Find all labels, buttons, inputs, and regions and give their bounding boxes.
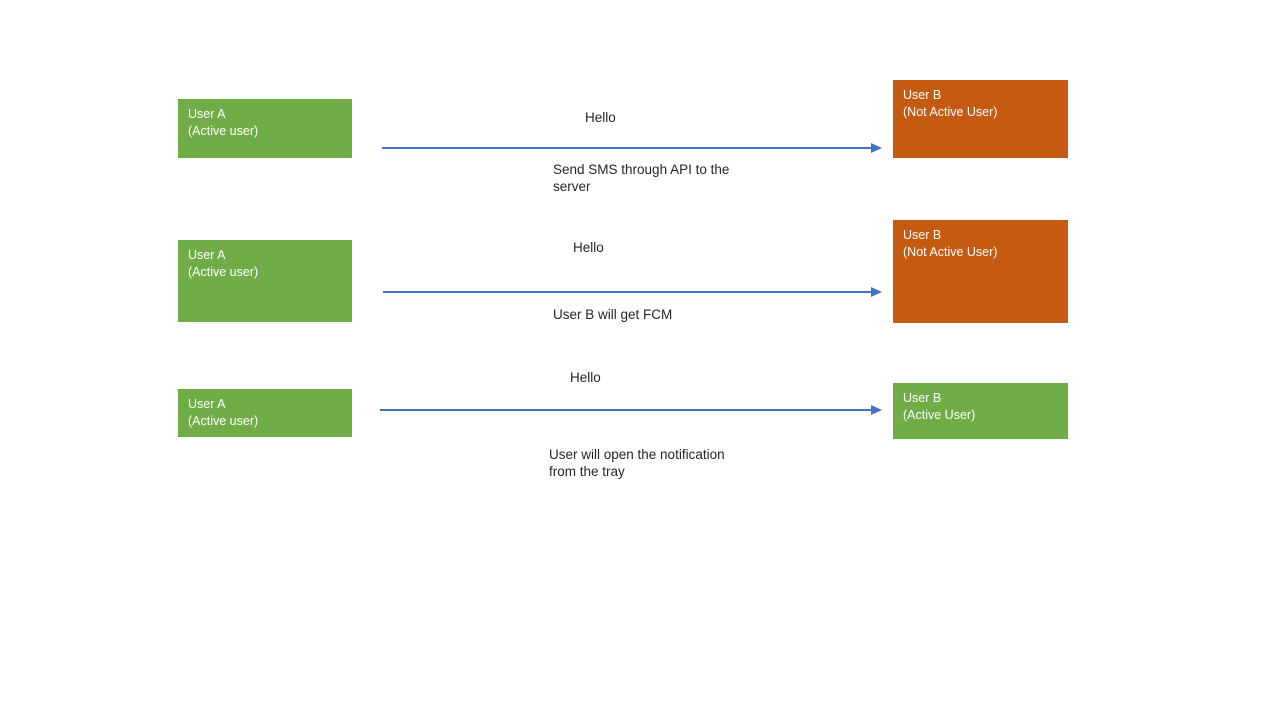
message-label-row1: Hello [585, 110, 616, 125]
actor-status: (Active User) [903, 408, 976, 422]
actor-status: (Active user) [188, 124, 259, 138]
user-b-box-row2: User B (Not Active User) [893, 220, 1068, 323]
message-label-row2: Hello [573, 240, 604, 255]
actor-status: (Active user) [188, 414, 259, 428]
arrow-line [382, 147, 872, 149]
message-arrow-row3 [380, 404, 882, 416]
actor-name: User B [903, 228, 942, 242]
message-label-row3: Hello [570, 370, 601, 385]
arrow-head-icon [871, 287, 882, 297]
actor-name: User A [188, 397, 226, 411]
caption-row3: User will open the notification from the… [549, 447, 725, 479]
user-b-box-row3: User B (Active User) [893, 383, 1068, 439]
user-a-box-row3: User A (Active user) [178, 389, 352, 437]
message-arrow-row1 [382, 142, 882, 154]
arrow-head-icon [871, 143, 882, 153]
caption-row1: Send SMS through API to the server [553, 162, 730, 194]
actor-status: (Active user) [188, 265, 259, 279]
actor-name: User B [903, 391, 942, 405]
actor-status: (Not Active User) [903, 245, 998, 259]
user-b-box-row1: User B (Not Active User) [893, 80, 1068, 158]
caption-row2: User B will get FCM [553, 307, 673, 322]
actor-name: User A [188, 107, 226, 121]
arrow-line [383, 291, 872, 293]
actor-name: User B [903, 88, 942, 102]
user-a-box-row1: User A (Active user) [178, 99, 352, 158]
arrow-head-icon [871, 405, 882, 415]
message-arrow-row2 [383, 286, 882, 298]
actor-name: User A [188, 248, 226, 262]
user-a-box-row2: User A (Active user) [178, 240, 352, 322]
actor-status: (Not Active User) [903, 105, 998, 119]
arrow-line [380, 409, 872, 411]
